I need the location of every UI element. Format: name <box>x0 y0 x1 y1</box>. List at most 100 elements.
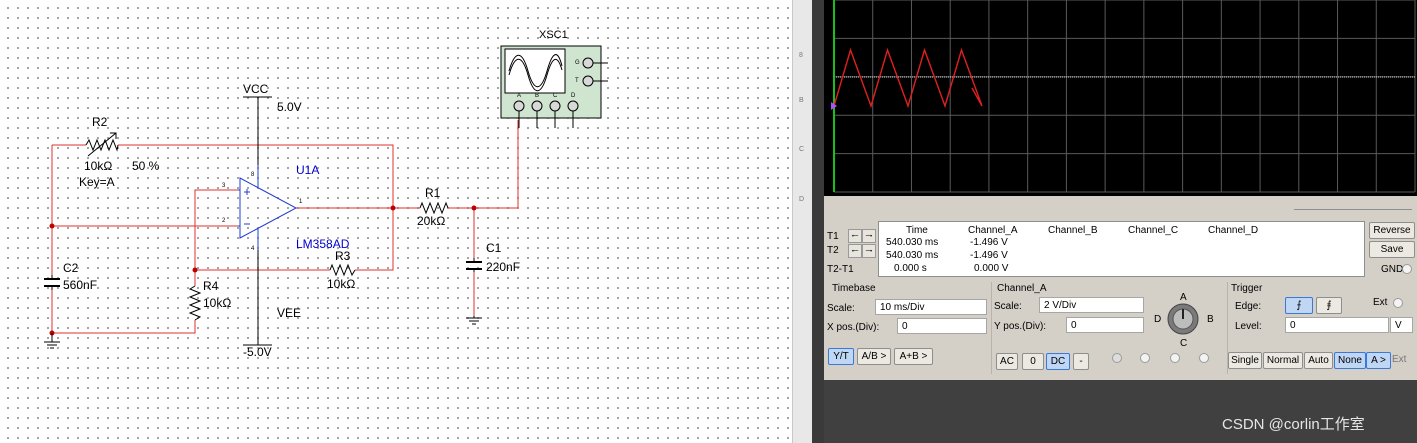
timebase-scale-label: Scale: <box>827 303 855 314</box>
ext-trigger-terminal[interactable] <box>1393 298 1403 308</box>
gnd-label: GND <box>1381 264 1404 275</box>
c2-name[interactable]: C2 <box>63 261 79 275</box>
level-label: Level: <box>1235 321 1262 332</box>
r1-value: 20kΩ <box>417 214 446 228</box>
u1-pin-plus: 3 <box>222 183 226 189</box>
trigger-normal-button[interactable]: Normal <box>1263 352 1303 369</box>
t2-time: 540.030 ms <box>886 250 939 261</box>
u1-pin-vee: 4 <box>251 246 255 252</box>
edge-label: Edge: <box>1235 301 1262 312</box>
xsc1-pin-t: T <box>575 78 579 84</box>
ruler-label: D <box>799 196 805 203</box>
u1-pin-minus: 2 <box>222 218 226 224</box>
vee-value: -5.0V <box>243 345 272 359</box>
ypos-field[interactable]: 0 <box>1066 317 1144 333</box>
falling-edge-icon[interactable]: ⨎ <box>1316 297 1342 314</box>
trigger-title: Trigger <box>1231 283 1263 294</box>
col-channel-d: Channel_D <box>1208 225 1259 236</box>
r4-name[interactable]: R4 <box>203 279 219 293</box>
ypos-label: Y pos.(Div): <box>994 321 1047 332</box>
xpos-field[interactable]: 0 <box>897 318 987 334</box>
c2-value: 560nF <box>63 278 98 292</box>
knob-label-d: D <box>1154 314 1162 325</box>
invert-button[interactable]: - <box>1073 353 1089 370</box>
separator <box>991 282 992 374</box>
dt-channel-a: 0.000 V <box>974 263 1009 274</box>
opamp-symbol <box>238 165 298 250</box>
rising-edge-icon[interactable]: ⨍ <box>1285 297 1313 314</box>
knob-label-a: A <box>1180 292 1187 303</box>
t1-left-arrow-icon[interactable]: 🠀 <box>848 229 862 243</box>
u1-pin-out: 1 <box>299 199 303 205</box>
slider-track[interactable] <box>1294 209 1412 210</box>
coupling-dc-button[interactable]: DC <box>1046 353 1070 370</box>
channel-radio-d[interactable] <box>1199 353 1209 363</box>
channel-radio-a[interactable] <box>1112 353 1122 363</box>
ruler-label: B <box>799 97 804 104</box>
t1-right-arrow-icon[interactable]: 🠂 <box>862 229 876 243</box>
ruler-label: C <box>799 146 805 153</box>
trigger-ext-button[interactable]: Ext <box>1392 354 1407 365</box>
u1-pin-vcc: 8 <box>251 172 255 178</box>
mode-ab-button[interactable]: A/B > <box>857 348 891 365</box>
col-channel-a: Channel_A <box>968 225 1018 236</box>
coupling-zero-button[interactable]: 0 <box>1022 353 1044 370</box>
r2-pot-symbol <box>85 132 119 157</box>
knob-label-c: C <box>1180 338 1188 349</box>
page-ruler: 8 B C D <box>792 0 813 443</box>
r2-key: Key=A <box>79 175 115 189</box>
xsc1-pin-d: D <box>571 93 576 99</box>
separator <box>1227 282 1228 374</box>
mode-yt-button[interactable]: Y/T <box>828 348 854 365</box>
channel-a-scale-field[interactable]: 2 V/Div <box>1039 297 1144 313</box>
t2-channel-a: -1.496 V <box>970 250 1008 261</box>
reverse-button[interactable]: Reverse <box>1369 222 1415 239</box>
xsc1-pin-g: G <box>575 60 580 66</box>
t2-right-arrow-icon[interactable]: 🠂 <box>862 244 876 258</box>
trigger-a-button[interactable]: A > <box>1366 352 1391 369</box>
t2-left-arrow-icon[interactable]: 🠀 <box>848 244 862 258</box>
c1-value: 220nF <box>486 260 521 274</box>
circuit-wiring <box>44 45 608 349</box>
r3-name[interactable]: R3 <box>335 249 351 263</box>
level-field[interactable]: 0 <box>1285 317 1389 333</box>
divider <box>824 198 1417 202</box>
window-gap <box>812 0 824 443</box>
save-button[interactable]: Save <box>1369 241 1415 258</box>
u1-part: LM358AD <box>296 237 350 251</box>
c1-name[interactable]: C1 <box>486 241 502 255</box>
coupling-ac-button[interactable]: AC <box>996 353 1018 370</box>
vcc-label: VCC <box>243 82 269 96</box>
xsc1-name[interactable]: XSC1 <box>539 29 568 41</box>
scope-display[interactable] <box>824 0 1417 196</box>
mode-aplusb-button[interactable]: A+B > <box>894 348 933 365</box>
t1-time: 540.030 ms <box>886 237 939 248</box>
r1-name[interactable]: R1 <box>425 186 441 200</box>
dt-time: 0.000 s <box>894 263 927 274</box>
scope-grid <box>831 0 1416 193</box>
xsc1-scope-icon <box>500 45 608 128</box>
level-unit[interactable]: V <box>1390 317 1413 333</box>
schematic-canvas[interactable]: VCC 5.0V R2 10kΩ 50 % Key=A U1A LM358AD … <box>0 0 810 443</box>
vcc-value: 5.0V <box>277 100 302 114</box>
col-time: Time <box>906 225 928 236</box>
channel-selector-knob[interactable] <box>1166 302 1200 336</box>
channel-radio-b[interactable] <box>1140 353 1150 363</box>
trigger-marker-icon[interactable] <box>831 102 837 110</box>
xpos-label: X pos.(Div): <box>827 322 880 333</box>
trigger-none-button[interactable]: None <box>1334 352 1366 369</box>
waveform-trace <box>833 47 983 109</box>
t1-channel-a: -1.496 V <box>970 237 1008 248</box>
trigger-single-button[interactable]: Single <box>1228 352 1262 369</box>
trigger-auto-button[interactable]: Auto <box>1304 352 1333 369</box>
channel-radio-c[interactable] <box>1170 353 1180 363</box>
r2-percent: 50 % <box>132 159 160 173</box>
t2-t1-label: T2-T1 <box>827 264 854 275</box>
u1-name[interactable]: U1A <box>296 163 320 177</box>
r2-name[interactable]: R2 <box>92 115 108 129</box>
gnd-terminal[interactable] <box>1402 264 1412 274</box>
cursor-readout-table: Time Channel_A Channel_B Channel_C Chann… <box>878 221 1365 277</box>
col-channel-b: Channel_B <box>1048 225 1098 236</box>
timebase-scale-field[interactable]: 10 ms/Div <box>875 299 987 315</box>
xsc1-pin-b: B <box>535 93 540 99</box>
